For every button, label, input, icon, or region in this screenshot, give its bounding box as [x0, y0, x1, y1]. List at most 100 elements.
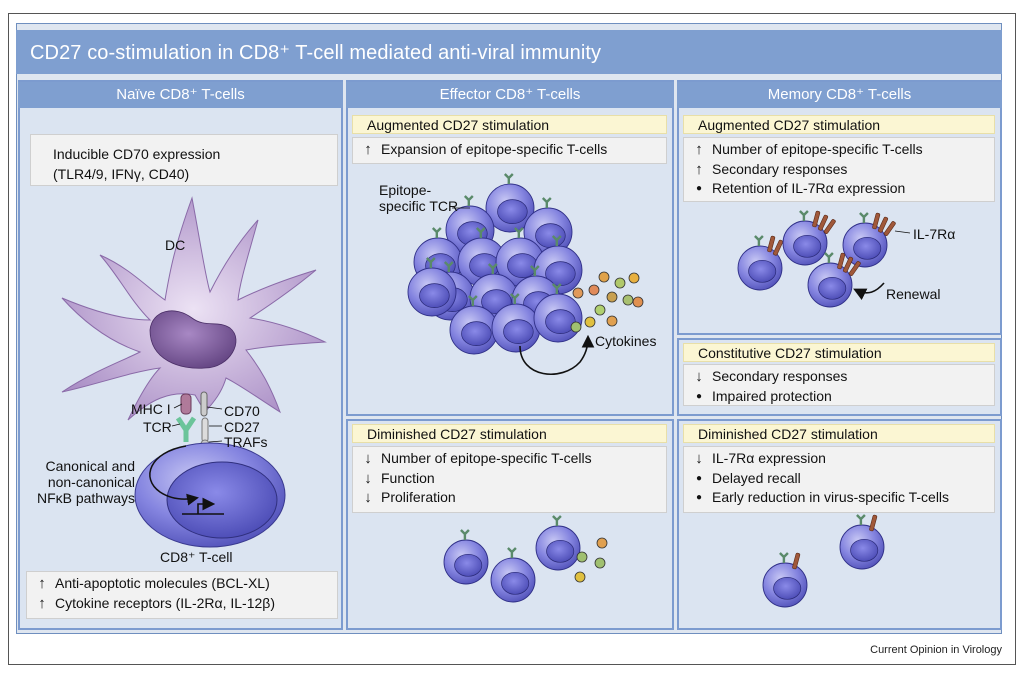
- up-arrow-icon: ↑: [695, 141, 703, 158]
- cytokine-dot: [574, 571, 586, 583]
- cytokine-dot: [584, 316, 596, 328]
- pathways-line-3: NFκB pathways: [36, 490, 135, 506]
- effector-augmented-heading: Augmented CD27 stimulation: [352, 115, 667, 134]
- t-cell: [839, 514, 885, 570]
- memory-constitutive-item: ●Impaired protection: [692, 387, 986, 407]
- il7r-icon: [792, 552, 801, 570]
- cd27-molecule: [201, 417, 209, 443]
- cytokine-dot: [614, 277, 626, 289]
- cd70-expression-box: Inducible CD70 expression (TLR4/9, IFNγ,…: [30, 134, 338, 186]
- il7r-icon: [843, 256, 854, 273]
- tcr-icon: [467, 295, 478, 306]
- memory-augmented-text: Retention of IL-7Rα expression: [712, 180, 906, 196]
- memory-constitutive-text: Secondary responses: [712, 368, 848, 384]
- t-cell: [535, 515, 581, 571]
- tcr-icon: [799, 210, 809, 221]
- memory-diminished-text: Delayed recall: [712, 469, 801, 486]
- tcr-icon: [779, 552, 789, 563]
- down-arrow-icon: ↓: [364, 489, 372, 506]
- il7r-icon: [823, 219, 836, 234]
- t-cell: [449, 295, 499, 355]
- cytokine-dot: [628, 272, 640, 284]
- dendritic-cell: [61, 196, 327, 421]
- cytokine-dots: [570, 271, 644, 333]
- t-cell: [490, 547, 536, 603]
- memory-diminished-heading: Diminished CD27 stimulation: [683, 424, 995, 443]
- il7r-leader-line: [894, 230, 911, 234]
- memory-constitutive-text: Impaired protection: [712, 387, 832, 404]
- tcr-epitope-label: Epitope- specific TCR: [379, 182, 458, 214]
- memory-constitutive-heading: Constitutive CD27 stimulation: [683, 343, 995, 362]
- bullet-icon: ●: [695, 183, 703, 194]
- dendritic-cell-nucleus: [149, 310, 237, 369]
- effector-augmented-list: ↑Expansion of epitope-specific T-cells: [352, 137, 667, 164]
- naive-header: Naïve CD8⁺ T-cells: [18, 82, 343, 108]
- il7r-icon: [878, 216, 889, 233]
- tcr-icon: [431, 227, 442, 238]
- effector-header: Effector CD8⁺ T-cells: [346, 82, 674, 108]
- memory-diminished-item: ↓IL-7Rα expression: [692, 449, 986, 469]
- memory-constitutive-item: ↓Secondary responses: [692, 367, 986, 387]
- renewal-label: Renewal: [886, 286, 941, 302]
- tcr-icon: [487, 263, 498, 274]
- tcr-icon: [551, 235, 562, 246]
- bullet-icon: ●: [695, 472, 703, 484]
- il7r-icon: [812, 210, 821, 228]
- mhc-label: MHC I: [131, 401, 171, 417]
- memory-augmented-heading: Augmented CD27 stimulation: [683, 115, 995, 134]
- il7r-icon: [837, 252, 846, 270]
- memory-augmented-cells: [737, 210, 896, 308]
- memory-diminished-cells: [762, 514, 885, 608]
- cytokine-dot: [598, 271, 610, 283]
- il7r-label: IL-7Rα: [913, 226, 956, 242]
- signaling-arrow: [149, 445, 199, 506]
- tcr-icon: [463, 195, 474, 206]
- tcr-icon: [859, 212, 869, 223]
- memory-augmented-list: ↑Number of epitope-specific T-cells↑Seco…: [683, 137, 995, 202]
- up-arrow-icon: ↑: [364, 141, 372, 158]
- naive-outcome-item: ↑Cytokine receptors (IL-2Rα, IL-12β): [35, 594, 329, 614]
- up-arrow-icon: ↑: [38, 594, 46, 612]
- naive-outcome-item: ↑Anti-apoptotic molecules (BCL-XL): [35, 574, 329, 594]
- figure-title: CD27 co-stimulation in CD8⁺ T-cell media…: [16, 30, 1002, 74]
- memory-diminished-text: Early reduction in virus-specific T-cell…: [712, 489, 950, 505]
- cytokine-dot: [572, 287, 584, 299]
- tcr-epitope-line-2: specific TCR: [379, 198, 459, 214]
- memory-diminished-item: ●Early reduction in virus-specific T-cel…: [692, 488, 986, 508]
- renewal-arrow: [853, 282, 885, 301]
- t-cell: [485, 173, 535, 233]
- naive-t-cell-nucleus: [166, 461, 278, 539]
- t-cell: [491, 293, 541, 353]
- cytokine-dot: [606, 315, 618, 327]
- up-arrow-icon: ↑: [38, 575, 46, 592]
- tcr-icon: [541, 197, 552, 208]
- cytokine-dot: [596, 537, 608, 549]
- effector-diminished-item: ↓Proliferation: [361, 488, 658, 508]
- tcr-icon: [529, 265, 540, 276]
- t-cell: [443, 529, 489, 585]
- t-cell: [762, 552, 808, 608]
- t-cell: [842, 212, 896, 268]
- tcr-icon: [509, 293, 520, 304]
- il7r-icon: [848, 261, 861, 276]
- tcr-icon: [551, 283, 562, 294]
- naive-leader-lines: [171, 403, 223, 443]
- pathways-line-2: non-canonical: [47, 474, 135, 490]
- up-arrow-icon: ↑: [695, 160, 703, 178]
- effector-diminished-item: ↓Function: [361, 469, 658, 489]
- effector-cell-cluster: [407, 173, 583, 355]
- cytokine-release-arrow: [519, 334, 595, 375]
- tcr-icon: [824, 252, 834, 263]
- cytokine-dot: [606, 291, 618, 303]
- il7r-icon: [883, 221, 896, 236]
- effector-augmented-item: ↑Expansion of epitope-specific T-cells: [361, 140, 658, 160]
- tcr-molecule: [175, 416, 197, 442]
- memory-augmented-text: Number of epitope-specific T-cells: [712, 141, 923, 157]
- t-cell: [737, 235, 784, 291]
- tcr-icon: [443, 261, 454, 272]
- tcr-icon: [475, 227, 486, 238]
- cytokines-label: Cytokines: [595, 333, 657, 349]
- cytokine-dot: [570, 321, 582, 333]
- tcr-icon: [754, 235, 764, 246]
